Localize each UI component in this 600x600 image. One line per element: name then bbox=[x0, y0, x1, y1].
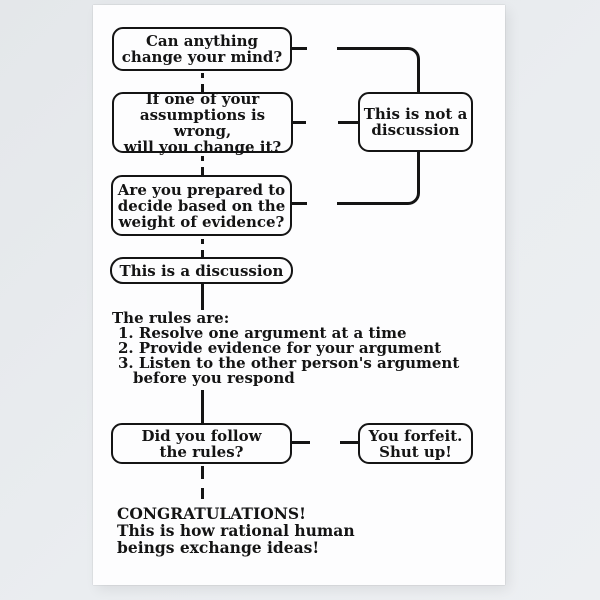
congratulations-text: CONGRATULATIONS! This is how rational hu… bbox=[117, 504, 355, 557]
connector-stub-q1 bbox=[292, 47, 307, 50]
question-box-change-mind: Can anything change your mind? bbox=[112, 27, 292, 71]
connector-line-rules-to-question bbox=[201, 390, 204, 423]
connector-dash bbox=[201, 73, 204, 78]
question-box-follow-rules: Did you follow the rules? bbox=[111, 423, 292, 464]
connector-dash bbox=[201, 167, 204, 175]
result-box-is-discussion: This is a discussion bbox=[110, 257, 293, 284]
connector-stub-q4 bbox=[292, 441, 310, 444]
connector-stub-q3 bbox=[292, 202, 307, 205]
connector-corner-top bbox=[337, 47, 420, 92]
question-box-wrong-assumption: If one of your assumptions is wrong, wil… bbox=[112, 91, 293, 155]
connector-dash bbox=[201, 250, 204, 257]
flowchart-poster: Can anything change your mind? If one of… bbox=[93, 5, 505, 585]
connector-dash bbox=[201, 84, 204, 92]
connector-stub-q2 bbox=[293, 121, 306, 124]
connector-dash bbox=[201, 466, 204, 479]
connector-corner-bottom bbox=[337, 152, 420, 205]
connector-dash bbox=[201, 156, 204, 161]
rules-item-2: 2. Provide evidence for your argument bbox=[118, 339, 442, 357]
rules-title: The rules are: bbox=[112, 309, 230, 327]
connector-dash bbox=[201, 488, 204, 499]
result-box-forfeit: You forfeit. Shut up! bbox=[358, 423, 473, 464]
connector-line-q2-to-not-discussion bbox=[338, 121, 358, 124]
connector-line-q4-to-forfeit bbox=[340, 441, 358, 444]
connector-line-discussion-to-rules bbox=[201, 284, 204, 310]
rules-item-3: 3. Listen to the other person's argument bbox=[118, 354, 460, 372]
rules-item-1: 1. Resolve one argument at a time bbox=[118, 324, 407, 342]
connector-dash bbox=[201, 239, 204, 244]
rules-item-3-continuation: before you respond bbox=[133, 369, 295, 387]
question-box-weight-of-evidence: Are you prepared to decide based on the … bbox=[111, 175, 292, 236]
result-box-not-discussion: This is not a discussion bbox=[358, 92, 473, 152]
